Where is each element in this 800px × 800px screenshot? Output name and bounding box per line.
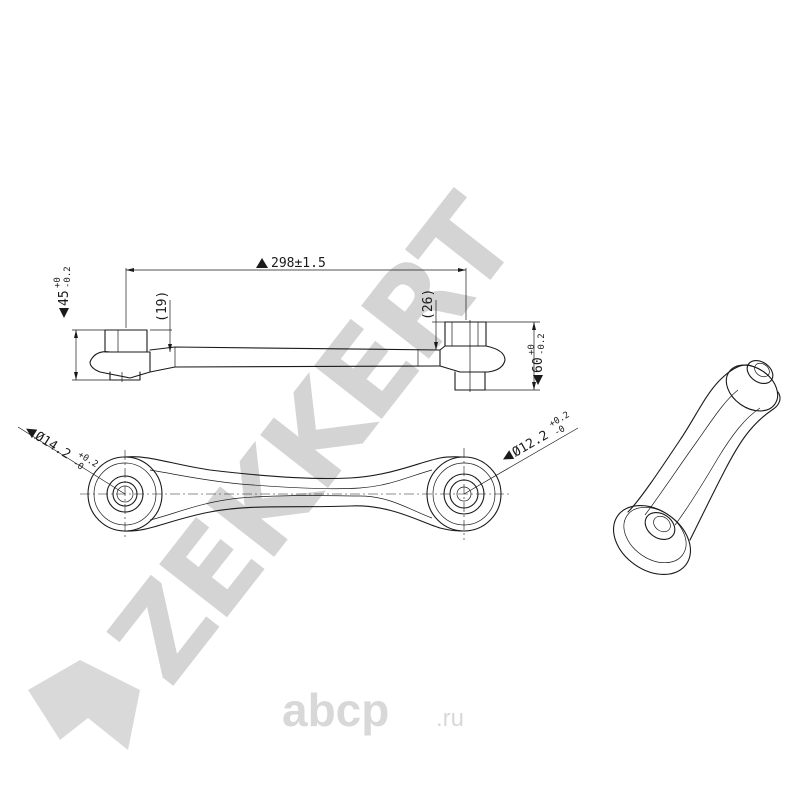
iso-arm xyxy=(627,364,753,513)
svg-text:-0.2: -0.2 xyxy=(63,266,73,288)
dim-offset-right: (26) xyxy=(421,289,445,350)
dim-offset-left-label: (19) xyxy=(155,291,170,322)
isometric-view xyxy=(612,359,781,575)
site-watermark: abcp .ru xyxy=(282,684,464,736)
svg-text:+0: +0 xyxy=(527,344,537,355)
dim-height-left: 45 +0 -0.2 xyxy=(53,266,110,381)
dim-height-right-label: 60 xyxy=(531,357,546,373)
svg-text:-0: -0 xyxy=(71,458,85,472)
svg-text:-0.2: -0.2 xyxy=(537,333,547,355)
svg-text:-0: -0 xyxy=(553,424,567,438)
svg-text:+0: +0 xyxy=(53,277,63,288)
dim-bore-left: Ø14.2 +0.2 -0 xyxy=(17,426,126,495)
top-view xyxy=(80,448,510,540)
side-left-bushing xyxy=(104,329,148,353)
dim-marker xyxy=(256,258,268,268)
dim-length-label: 298±1.5 xyxy=(271,256,326,271)
iso-upper-eye xyxy=(725,364,779,412)
site-watermark-tld: .ru xyxy=(436,705,464,732)
side-view xyxy=(89,320,506,392)
site-watermark-name: abcp xyxy=(282,684,389,736)
dim-bore-right: Ø12.2 +0.2 -0 xyxy=(463,410,579,495)
dim-offset-left: (19) xyxy=(150,291,172,352)
watermark-chevron xyxy=(28,660,140,750)
top-arm-outline xyxy=(124,456,465,480)
dim-length: 298±1.5 xyxy=(125,256,467,328)
dim-bore-left-label: Ø14.2 xyxy=(32,429,73,462)
dim-offset-right-label: (26) xyxy=(421,289,436,320)
watermark-brand-text: ZEKKERT xyxy=(83,172,543,707)
dim-height-left-label: 45 xyxy=(57,290,72,306)
dim-height-right: 60 +0 -0.2 xyxy=(485,321,547,391)
